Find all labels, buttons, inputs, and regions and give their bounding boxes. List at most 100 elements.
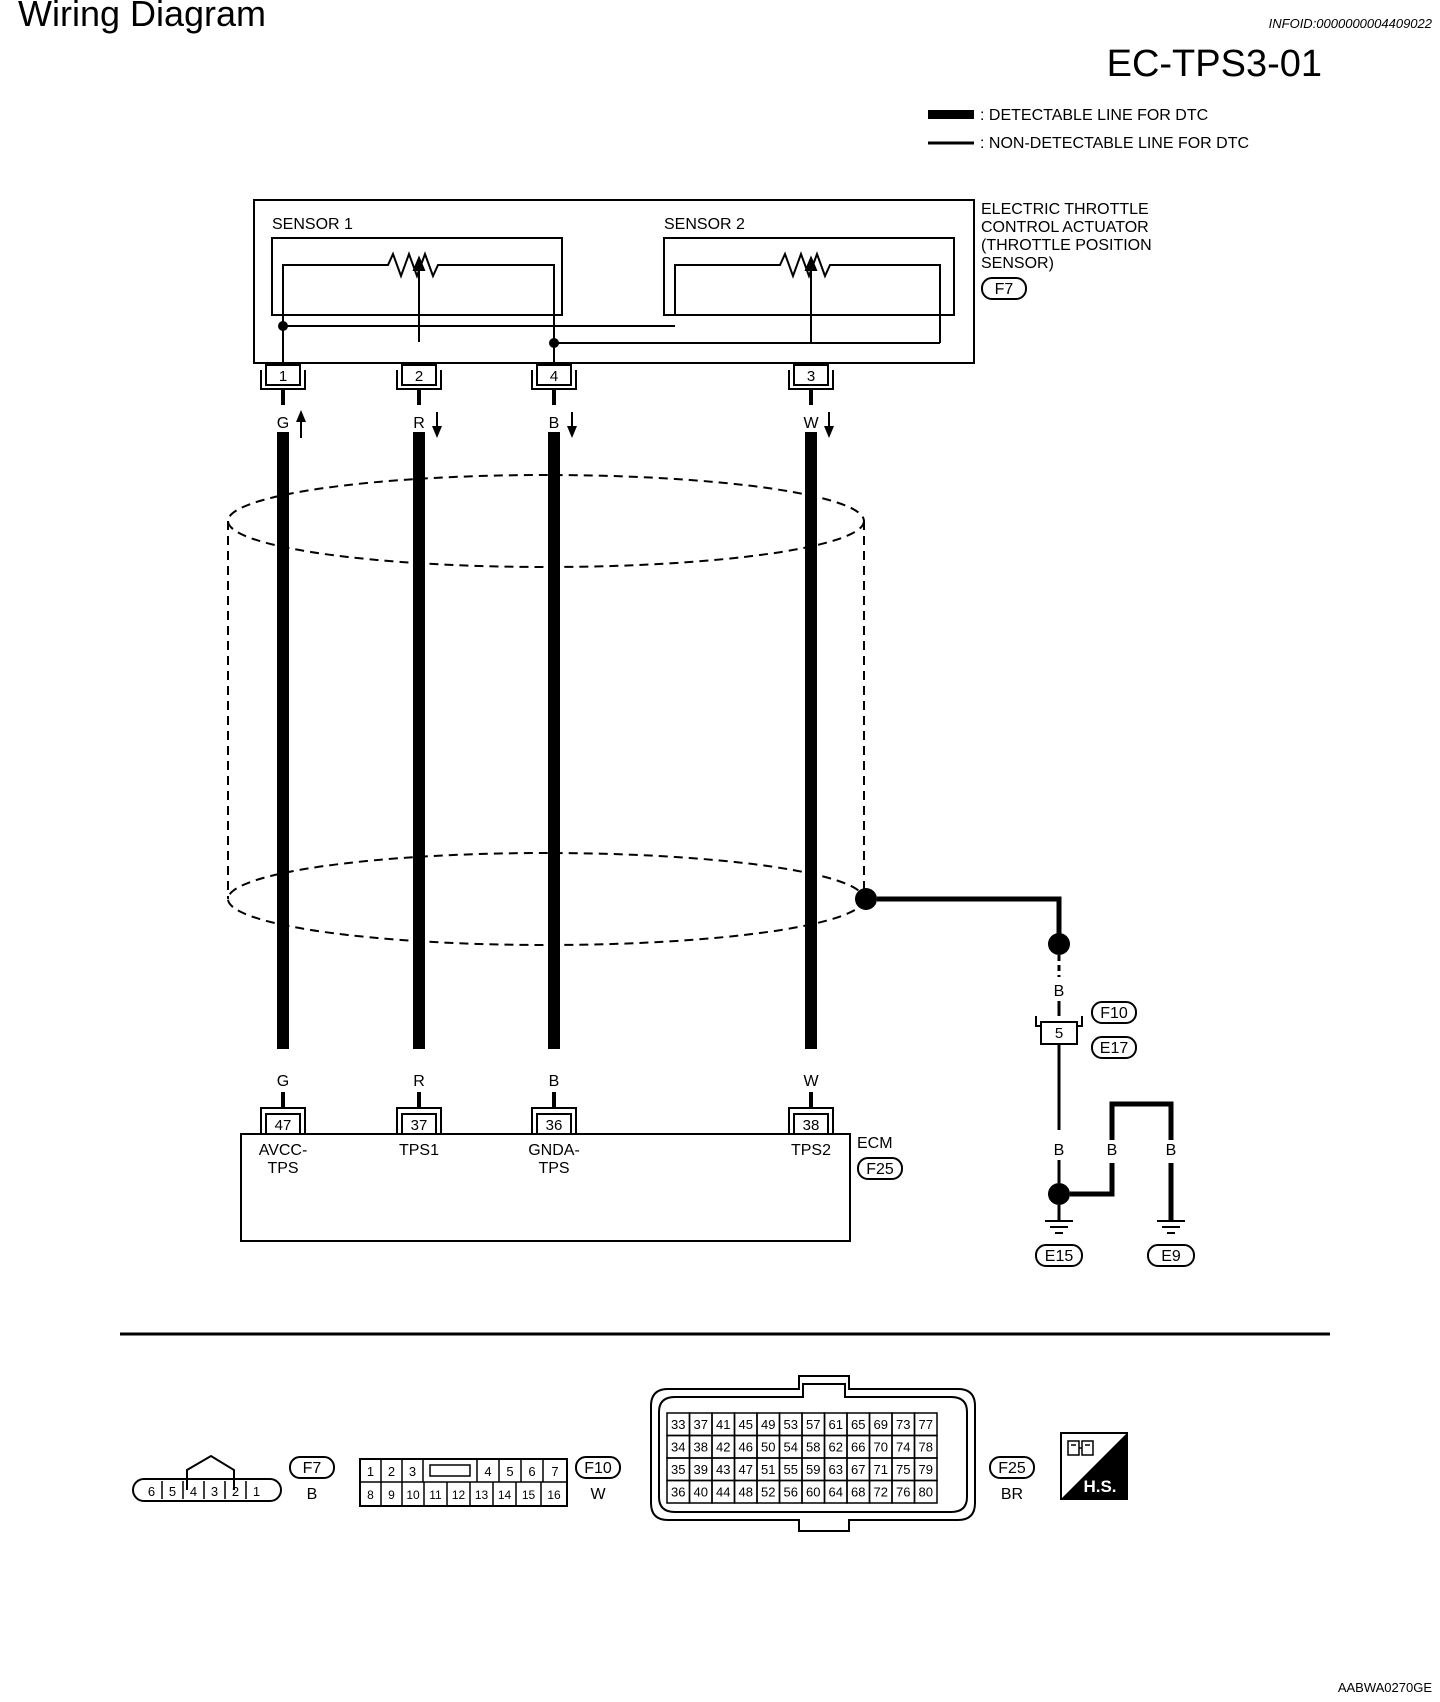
wire-color-bottom: R	[413, 1073, 425, 1090]
sensor-1-label: SENSOR 1	[272, 216, 353, 233]
actuator-pin-number: 3	[807, 368, 815, 385]
svg-text:10: 10	[406, 1488, 420, 1502]
svg-text:38: 38	[694, 1440, 708, 1455]
svg-text:69: 69	[874, 1417, 888, 1432]
f10-view-color: W	[590, 1486, 606, 1503]
ecm-terminal-label-1: TPS2	[791, 1142, 831, 1159]
svg-text:39: 39	[694, 1462, 708, 1477]
f25-pin-cell: 54	[778, 1434, 803, 1459]
ecm-connector-id: F25	[866, 1161, 894, 1178]
f25-pin-cell: 60	[801, 1479, 826, 1504]
svg-text:67: 67	[851, 1462, 865, 1477]
wire-color-top: R	[413, 415, 425, 432]
svg-text:49: 49	[761, 1417, 775, 1432]
svg-text:2: 2	[388, 1464, 395, 1479]
svg-text:66: 66	[851, 1440, 865, 1455]
f25-pin-cell: 66	[846, 1434, 871, 1459]
svg-text:60: 60	[806, 1485, 820, 1500]
arrow-down-icon	[432, 412, 442, 438]
svg-text:33: 33	[671, 1417, 685, 1432]
f10-key-cell	[422, 1459, 471, 1482]
f10-pin-cell: 6	[520, 1459, 536, 1482]
svg-text:74: 74	[896, 1440, 910, 1455]
svg-text:16: 16	[547, 1488, 561, 1502]
actuator-name-line-4: SENSOR)	[981, 255, 1054, 272]
arrow-up-icon	[296, 410, 306, 438]
svg-text:4: 4	[190, 1484, 197, 1499]
f25-pin-cell: 41	[711, 1412, 736, 1437]
ground-symbol-e15	[1045, 1220, 1073, 1234]
legend-non-detectable-label: : NON-DETECTABLE LINE FOR DTC	[980, 135, 1249, 152]
svg-text:75: 75	[896, 1462, 910, 1477]
svg-text:61: 61	[829, 1417, 843, 1432]
actuator-name-line-2: CONTROL ACTUATOR	[981, 219, 1149, 236]
legend: : DETECTABLE LINE FOR DTC : NON-DETECTAB…	[928, 107, 1249, 152]
splice-dot	[1048, 933, 1070, 955]
f25-pin-cell: 78	[913, 1434, 938, 1459]
f25-pin-cell: 53	[778, 1412, 803, 1437]
f25-pin-cell: 42	[711, 1434, 736, 1459]
f25-pin-cell: 35	[666, 1457, 691, 1482]
svg-text:73: 73	[896, 1417, 910, 1432]
f7-pin-cell: 6	[148, 1484, 155, 1499]
f25-pin-cell: 43	[711, 1457, 736, 1482]
svg-text:2: 2	[232, 1484, 239, 1499]
f10-pin-cell: 12	[446, 1482, 465, 1506]
f25-pin-cell: 50	[756, 1434, 781, 1459]
svg-text:65: 65	[851, 1417, 865, 1432]
f25-pin-cell: 56	[778, 1479, 803, 1504]
f25-pin-cell: 67	[846, 1457, 871, 1482]
f25-pin-cell: 40	[688, 1479, 713, 1504]
f25-pin-cell: 46	[733, 1434, 758, 1459]
diagram-code: EC-TPS3-01	[1107, 43, 1322, 85]
throttle-actuator: SENSOR 1 SENSOR 2 ELECTRIC THROTTLE CONT…	[253, 199, 1152, 370]
svg-text:50: 50	[761, 1440, 775, 1455]
f25-pin-cell: 48	[733, 1479, 758, 1504]
svg-text:45: 45	[739, 1417, 753, 1432]
arrow-down-icon	[824, 412, 834, 438]
svg-text:4: 4	[484, 1464, 491, 1479]
actuator-pin-number: 1	[279, 368, 287, 385]
f25-pin-cell: 76	[891, 1479, 916, 1504]
f25-pin-cell: 62	[823, 1434, 848, 1459]
joint-connector-badge-2	[1091, 1036, 1137, 1059]
svg-text:3: 3	[211, 1484, 218, 1499]
f10-pin-cell: 9	[380, 1482, 395, 1506]
svg-text:36: 36	[671, 1485, 685, 1500]
f7-view-id: F7	[303, 1460, 322, 1477]
figure-code: AABWA0270GE	[1338, 1680, 1433, 1695]
svg-text:47: 47	[739, 1462, 753, 1477]
f10-pin-cell: 4	[476, 1459, 492, 1482]
svg-text:5: 5	[506, 1464, 513, 1479]
f25-pin-cell: 39	[688, 1457, 713, 1482]
ground-splice-dot	[1048, 1183, 1070, 1205]
svg-text:34: 34	[671, 1440, 685, 1455]
svg-text:68: 68	[851, 1485, 865, 1500]
f10-pin-cell: 3	[401, 1459, 416, 1482]
ecm-pin-number: 37	[411, 1117, 428, 1134]
svg-text:46: 46	[739, 1440, 753, 1455]
svg-text:9: 9	[388, 1488, 395, 1502]
ecm-label: ECM	[857, 1135, 893, 1152]
f7-view-color: B	[307, 1486, 318, 1503]
ground-wire-color-2: B	[1054, 1142, 1065, 1159]
ground-wire-color-3: B	[1107, 1142, 1118, 1159]
f25-pin-cell: 45	[733, 1412, 758, 1437]
svg-text:44: 44	[716, 1485, 730, 1500]
f25-pin-cell: 65	[846, 1412, 871, 1437]
ground-e9-id: E9	[1161, 1248, 1181, 1265]
f25-pin-cell: 80	[913, 1479, 938, 1504]
ecm-terminal-label-1: GNDA-	[528, 1142, 580, 1159]
f10-pin-cell: 13	[469, 1482, 488, 1506]
f25-pin-cell: 72	[868, 1479, 893, 1504]
f25-pin-cell: 38	[688, 1434, 713, 1459]
svg-text:78: 78	[919, 1440, 933, 1455]
svg-text:72: 72	[874, 1485, 888, 1500]
svg-text:63: 63	[829, 1462, 843, 1477]
f25-pin-cell: 58	[801, 1434, 826, 1459]
f25-pin-cell: 51	[756, 1457, 781, 1482]
ground-e15-badge	[1035, 1244, 1083, 1267]
f25-pin-cell: 36	[666, 1479, 691, 1504]
joint-connector-id-1: F10	[1100, 1005, 1128, 1022]
